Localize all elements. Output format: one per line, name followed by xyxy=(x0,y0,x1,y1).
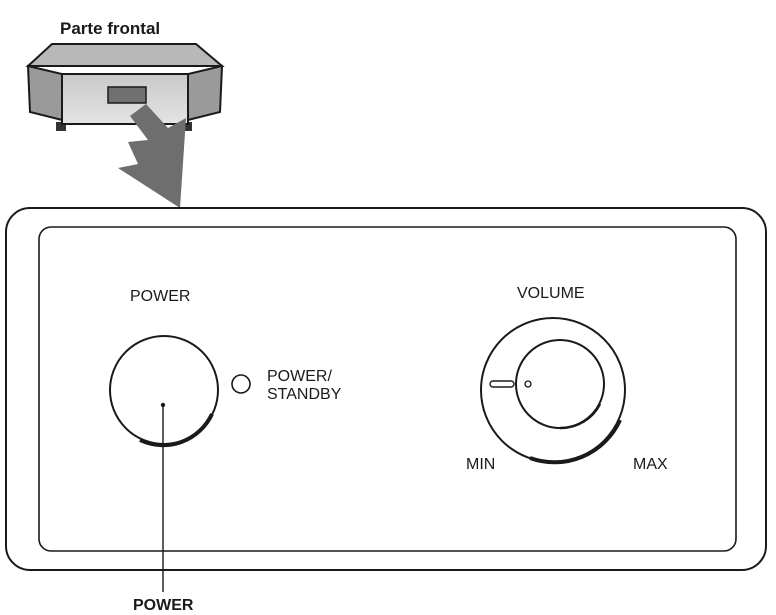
volume-min-label: MIN xyxy=(466,456,495,473)
power-standby-label-line2: STANDBY xyxy=(267,386,342,403)
front-view-label: Parte frontal xyxy=(60,19,160,38)
device-right-facet xyxy=(187,64,224,122)
power-standby-indicator xyxy=(231,374,251,394)
device-illustration xyxy=(25,43,225,131)
volume-pointer-dot xyxy=(524,380,532,388)
volume-knob[interactable] xyxy=(480,317,626,465)
device-front-panel-marker xyxy=(107,86,147,104)
panel-inner-frame xyxy=(38,226,737,552)
device-foot-left xyxy=(56,122,66,131)
device-foot-right xyxy=(182,122,192,131)
power-standby-label-line1: POWER/ xyxy=(267,368,332,385)
power-button[interactable] xyxy=(109,335,219,448)
power-label: POWER xyxy=(130,288,190,305)
device-left-facet xyxy=(26,64,63,122)
volume-min-marker xyxy=(489,380,515,388)
volume-label: VOLUME xyxy=(517,285,585,302)
zoom-arrow xyxy=(118,104,186,208)
device-top xyxy=(25,43,225,67)
power-callout-label: POWER xyxy=(133,597,194,614)
volume-max-label: MAX xyxy=(633,456,668,473)
